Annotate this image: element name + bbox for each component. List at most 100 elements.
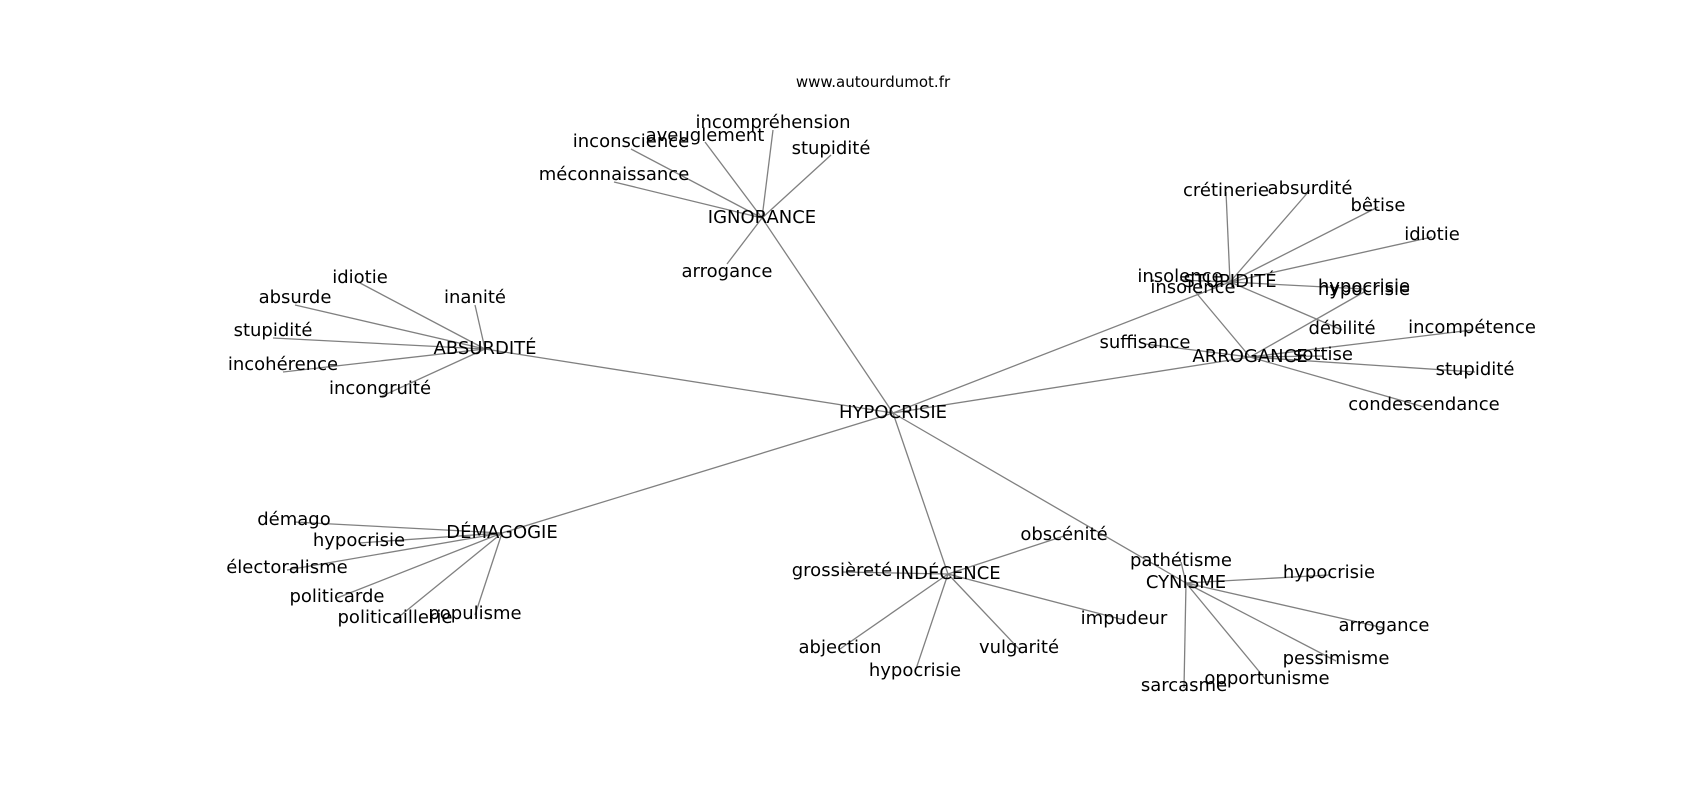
- edge-arrogance-2: [1249, 355, 1324, 358]
- edge-ignorance-4: [613, 181, 763, 219]
- cluster-hub-node[interactable]: IGNORANCE: [708, 207, 816, 228]
- edge-stupidité-2: [1229, 206, 1379, 283]
- word-node[interactable]: politicaillerie: [338, 607, 453, 628]
- edge-center-démagogie: [501, 412, 894, 534]
- word-node[interactable]: stupidité: [1436, 359, 1515, 380]
- word-node[interactable]: suffisance: [1100, 332, 1191, 353]
- word-node[interactable]: incompétence: [1408, 317, 1536, 338]
- edge-absurdité-3: [272, 337, 486, 350]
- edge-démagogie-5: [474, 532, 503, 616]
- word-node[interactable]: bêtise: [1350, 195, 1405, 216]
- word-node[interactable]: incongruité: [329, 378, 431, 399]
- word-node[interactable]: crétinerie: [1183, 180, 1269, 201]
- edge-absurdité-4: [282, 348, 486, 373]
- edge-ignorance-1: [704, 141, 763, 219]
- edge-cynisme-5: [1183, 582, 1187, 689]
- source-watermark[interactable]: www.autourdumot.fr: [796, 73, 951, 91]
- word-node[interactable]: absurdité: [1268, 178, 1353, 199]
- edge-ignorance-0: [761, 129, 774, 219]
- edge-center-ignorance: [761, 217, 894, 414]
- word-node[interactable]: absurde: [259, 287, 332, 308]
- edge-stupidité-5: [1229, 281, 1365, 290]
- word-node[interactable]: inconscience: [573, 131, 689, 152]
- word-node[interactable]: grossièreté: [792, 560, 893, 581]
- center-node[interactable]: HYPOCRISIE: [839, 402, 947, 423]
- word-node[interactable]: obscénité: [1020, 524, 1107, 545]
- word-node[interactable]: électoralisme: [226, 557, 348, 578]
- word-node[interactable]: hypocrisie: [1283, 562, 1375, 583]
- edge-arrogance-1: [1249, 329, 1473, 358]
- word-node[interactable]: vulgarité: [979, 637, 1059, 658]
- word-node[interactable]: condescendance: [1348, 394, 1499, 415]
- edge-arrogance-0: [1144, 343, 1251, 358]
- word-node[interactable]: hypocrisie: [1318, 279, 1410, 300]
- edge-center-arrogance: [892, 356, 1251, 414]
- edge-absurdité-0: [359, 282, 486, 350]
- edge-stupidité-3: [1229, 236, 1433, 283]
- edge-stupidité-0: [1225, 191, 1231, 283]
- edge-stupidité-1: [1229, 189, 1311, 283]
- word-node[interactable]: idiotie: [332, 267, 388, 288]
- graph-edges: [272, 129, 1476, 689]
- cluster-hub-node[interactable]: INDÉCENCE: [895, 562, 1000, 584]
- word-node[interactable]: méconnaissance: [539, 164, 690, 185]
- word-node[interactable]: arrogance: [682, 261, 773, 282]
- word-node[interactable]: pessimisme: [1283, 648, 1390, 669]
- edge-ignorance-5: [726, 217, 763, 265]
- edge-absurdité-2: [294, 304, 486, 350]
- word-node[interactable]: opportunisme: [1204, 668, 1329, 689]
- word-node[interactable]: arrogance: [1339, 615, 1430, 636]
- edge-arrogance-6: [1249, 291, 1365, 358]
- word-node[interactable]: hypocrisie: [313, 530, 405, 551]
- edge-indécence-4: [947, 573, 1020, 650]
- word-node[interactable]: stupidité: [234, 320, 313, 341]
- word-node[interactable]: incompréhension: [695, 112, 850, 133]
- edge-indécence-1: [841, 571, 949, 575]
- word-node[interactable]: aveuglement: [646, 125, 765, 146]
- word-node[interactable]: hypocrisie: [869, 660, 961, 681]
- word-node[interactable]: politicarde: [289, 586, 384, 607]
- cluster-hub-node[interactable]: ARROGANCE: [1192, 346, 1307, 367]
- edge-démagogie-2: [286, 532, 503, 571]
- edge-center-cynisme: [892, 412, 1187, 584]
- cluster-hub-node[interactable]: DÉMAGOGIE: [446, 521, 558, 543]
- edge-indécence-3: [839, 573, 949, 650]
- edge-indécence-2: [947, 573, 1125, 621]
- edge-stupidité-6: [1229, 281, 1343, 331]
- word-node[interactable]: pathétisme: [1130, 550, 1232, 571]
- word-node[interactable]: inanité: [444, 287, 506, 308]
- edge-démagogie-4: [394, 532, 503, 621]
- edge-arrogance-3: [1249, 356, 1476, 373]
- word-node[interactable]: insolence: [1137, 266, 1222, 287]
- cluster-hub-node[interactable]: STUPIDITÉ: [1183, 270, 1276, 292]
- word-node[interactable]: abjection: [799, 637, 882, 658]
- cluster-hub-node[interactable]: ABSURDITÉ: [434, 337, 537, 359]
- word-node[interactable]: stupidité: [792, 138, 871, 159]
- word-node[interactable]: impudeur: [1081, 608, 1168, 629]
- word-node[interactable]: sarcasme: [1141, 675, 1227, 696]
- word-node[interactable]: démago: [257, 509, 331, 530]
- edge-cynisme-0: [1180, 561, 1187, 584]
- cluster-hub-node[interactable]: CYNISME: [1146, 572, 1226, 593]
- edge-center-absurdité: [484, 348, 894, 414]
- graph-labels: www.autourdumot.fr incompréhensionaveugl…: [226, 73, 1536, 696]
- edge-cynisme-3: [1185, 582, 1337, 662]
- word-node[interactable]: sottise: [1293, 344, 1353, 365]
- edge-ignorance-3: [761, 154, 832, 219]
- edge-cynisme-4: [1185, 582, 1268, 682]
- edge-absurdité-5: [379, 348, 486, 398]
- edge-stupidité-4: [1179, 279, 1231, 283]
- word-node[interactable]: idiotie: [1404, 224, 1460, 245]
- word-node[interactable]: incohérence: [228, 354, 338, 375]
- edge-démagogie-0: [293, 521, 503, 534]
- word-node[interactable]: insolence: [1150, 277, 1235, 298]
- edge-ignorance-2: [630, 148, 763, 219]
- word-node[interactable]: populisme: [428, 603, 521, 624]
- edge-indécence-0: [947, 535, 1065, 575]
- word-node[interactable]: hypocrisie: [1318, 276, 1410, 297]
- edge-démagogie-1: [358, 532, 503, 544]
- edge-arrogance-5: [1192, 288, 1251, 358]
- edge-center-indécence: [892, 412, 949, 575]
- word-node[interactable]: débilité: [1308, 318, 1375, 339]
